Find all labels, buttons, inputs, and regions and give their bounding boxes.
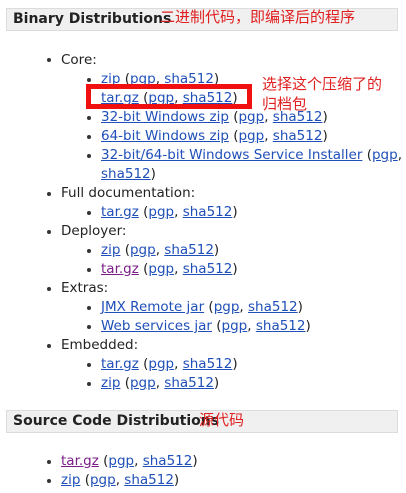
core-zip-sha512-link[interactable]: sha512 <box>164 71 214 87</box>
embedded-targz-sha512-link[interactable]: sha512 <box>182 356 233 372</box>
list-item-deployer-zip: zip (pgp, sha512) <box>101 242 220 258</box>
deployer-targz-link[interactable]: tar.gz <box>101 261 139 277</box>
bullet <box>87 116 91 120</box>
bullet <box>47 479 51 483</box>
bullet <box>87 78 91 82</box>
list-item-core-zip: zip (pgp, sha512) <box>101 71 220 87</box>
core-64zip-pgp-link[interactable]: pgp <box>238 128 265 144</box>
embedded-targz-link[interactable]: tar.gz <box>101 356 139 372</box>
source-section-header: Source Code Distributions <box>6 410 398 433</box>
src-targz-link[interactable]: tar.gz <box>61 453 99 469</box>
list-item-src-zip: zip (pgp, sha512) <box>61 472 180 488</box>
bullet <box>87 249 91 253</box>
core-targz-link[interactable]: tar.gz <box>101 90 139 106</box>
source-section-title: Source Code Distributions <box>13 413 220 429</box>
src-zip-sha512-link[interactable]: sha512 <box>124 472 174 488</box>
deployer-targz-sha512-link[interactable]: sha512 <box>182 261 233 277</box>
embedded-zip-link[interactable]: zip <box>101 375 121 391</box>
deployer-targz-pgp-link[interactable]: pgp <box>148 261 175 277</box>
category-deployer: Deployer: <box>61 223 127 239</box>
binary-section-title: Binary Distributions <box>13 11 172 27</box>
deployer-zip-link[interactable]: zip <box>101 242 121 258</box>
list-item-core-32zip: 32-bit Windows zip (pgp, sha512) <box>101 109 328 125</box>
bullet <box>87 268 91 272</box>
bullet <box>47 287 51 291</box>
core-targz-sha512-link[interactable]: sha512 <box>182 90 233 106</box>
category-embedded: Embedded: <box>61 337 139 353</box>
core-32zip-link[interactable]: 32-bit Windows zip <box>101 109 229 125</box>
core-64zip-link[interactable]: 64-bit Windows zip <box>101 128 229 144</box>
src-zip-link[interactable]: zip <box>61 472 81 488</box>
bullet <box>87 363 91 367</box>
fulldoc-targz-link[interactable]: tar.gz <box>101 204 139 220</box>
bullet <box>47 230 51 234</box>
list-item-embedded-targz: tar.gz (pgp, sha512) <box>101 356 238 372</box>
embedded-targz-pgp-link[interactable]: pgp <box>148 356 175 372</box>
bullet <box>47 58 51 62</box>
category-core: Core: <box>61 52 97 68</box>
embedded-zip-pgp-link[interactable]: pgp <box>129 375 156 391</box>
binary-annotation: 二进制代码，即编译后的程序 <box>160 8 356 26</box>
core-installer-link[interactable]: 32-bit/64-bit Windows Service Installer <box>101 147 363 163</box>
list-item-core-installer: 32-bit/64-bit Windows Service Installer … <box>101 147 402 163</box>
extras-jmx-link[interactable]: JMX Remote jar <box>101 299 205 315</box>
bullet <box>87 154 91 158</box>
list-item-extras-ws: Web services jar (pgp, sha512) <box>101 318 311 334</box>
fulldoc-targz-sha512-link[interactable]: sha512 <box>182 204 233 220</box>
category-extras: Extras: <box>61 280 109 296</box>
list-item-src-targz: tar.gz (pgp, sha512) <box>61 453 198 469</box>
src-targz-sha512-link[interactable]: sha512 <box>142 453 193 469</box>
core-installer-pgp-link[interactable]: pgp <box>371 147 398 163</box>
core-64zip-sha512-link[interactable]: sha512 <box>272 128 323 144</box>
core-zip-pgp-link[interactable]: pgp <box>129 71 156 87</box>
core-installer-sha512-link[interactable]: sha512 <box>101 166 151 182</box>
bullet <box>87 211 91 215</box>
bullet <box>87 135 91 139</box>
source-annotation: 源代码 <box>199 411 245 429</box>
core-targz-pgp-link[interactable]: pgp <box>148 90 175 106</box>
highlight-box <box>86 84 252 109</box>
extras-ws-sha512-link[interactable]: sha512 <box>255 318 306 334</box>
deployer-zip-sha512-link[interactable]: sha512 <box>164 242 214 258</box>
deployer-zip-pgp-link[interactable]: pgp <box>129 242 156 258</box>
bullet <box>87 382 91 386</box>
list-item-embedded-zip: zip (pgp, sha512) <box>101 375 220 391</box>
core-zip-link[interactable]: zip <box>101 71 121 87</box>
bullet <box>87 325 91 329</box>
bullet <box>87 306 91 310</box>
category-full-documentation: Full documentation: <box>61 185 196 201</box>
core-32zip-pgp-link[interactable]: pgp <box>238 109 265 125</box>
binary-section-header: Binary Distributions <box>6 8 398 31</box>
list-item-deployer-targz: tar.gz (pgp, sha512) <box>101 261 238 277</box>
list-item-core-64zip: 64-bit Windows zip (pgp, sha512) <box>101 128 328 144</box>
extras-jmx-sha512-link[interactable]: sha512 <box>248 299 298 315</box>
highlight-annotation-line1: 选择这个压缩了的 <box>262 75 383 93</box>
extras-ws-link[interactable]: Web services jar <box>101 318 212 334</box>
fulldoc-targz-pgp-link[interactable]: pgp <box>148 204 175 220</box>
extras-jmx-pgp-link[interactable]: pgp <box>213 299 240 315</box>
core-32zip-sha512-link[interactable]: sha512 <box>272 109 323 125</box>
list-item-extras-jmx: JMX Remote jar (pgp, sha512) <box>101 299 303 315</box>
highlight-annotation-line2: 归档包 <box>262 95 308 113</box>
list-item-core-installer-cont: sha512) <box>101 166 156 182</box>
bullet <box>47 344 51 348</box>
list-item-fulldoc-targz: tar.gz (pgp, sha512) <box>101 204 238 220</box>
list-item-core-targz: tar.gz (pgp, sha512) <box>101 90 238 106</box>
bullet <box>47 192 51 196</box>
src-zip-pgp-link[interactable]: pgp <box>89 472 116 488</box>
src-targz-pgp-link[interactable]: pgp <box>108 453 135 469</box>
embedded-zip-sha512-link[interactable]: sha512 <box>164 375 214 391</box>
bullet <box>47 460 51 464</box>
extras-ws-pgp-link[interactable]: pgp <box>221 318 248 334</box>
